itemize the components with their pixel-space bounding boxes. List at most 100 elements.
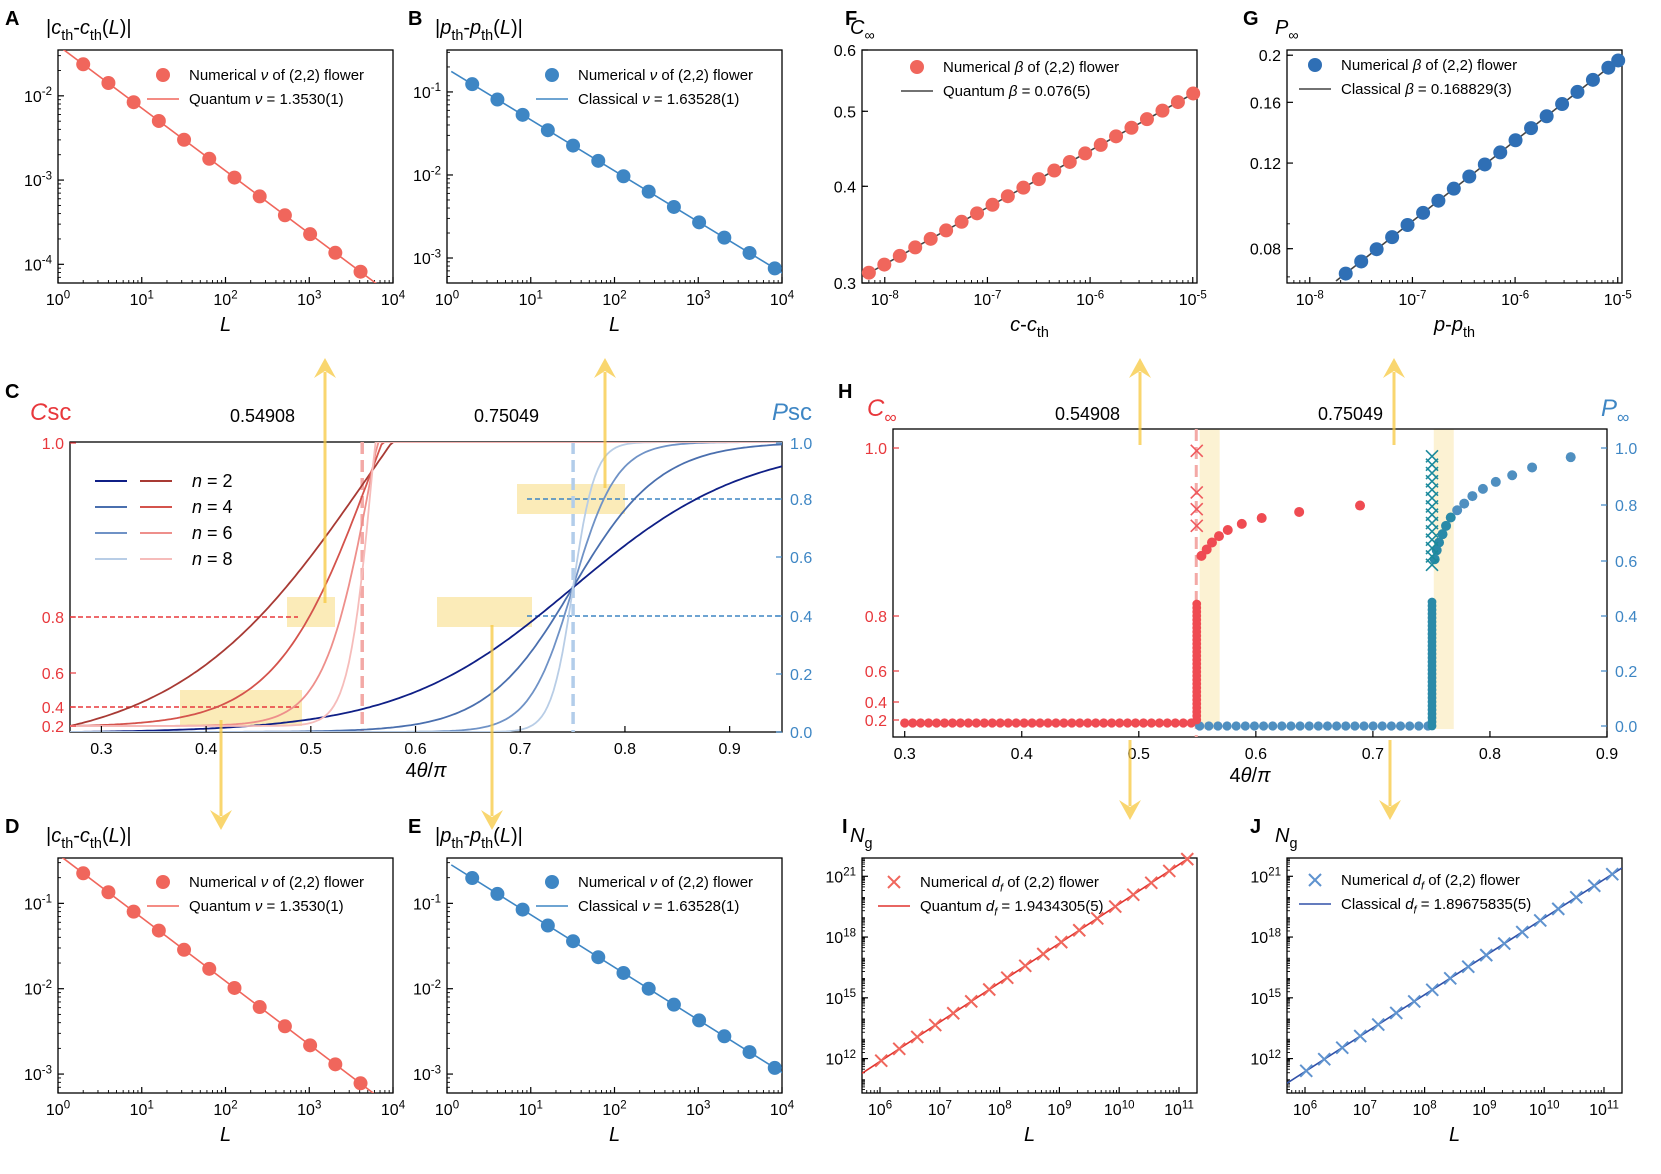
panel-h-dot-red-stack (1192, 599, 1202, 609)
panel-h-cross-red (1190, 502, 1204, 516)
panel-b-legend-marker (545, 68, 559, 82)
arrow-up-h-classical-head (1383, 358, 1405, 378)
panel-letter-i: I (842, 816, 848, 838)
arrow-down-h-classical-head (1379, 800, 1401, 820)
panel-d-data-point (328, 1057, 343, 1072)
panel-e-x-label: L (609, 1124, 620, 1146)
panel-b-x-tick-label: 100 (435, 289, 459, 309)
panel-g-data-point (1446, 181, 1461, 196)
panel-c-x-tick-label: 0.5 (300, 741, 322, 758)
panel-i-x-tick-label: 107 (928, 1099, 952, 1119)
panel-g-data-point (1431, 193, 1446, 208)
panel-i-cross-b (928, 1018, 942, 1032)
panel-c-x-label: 4θ/π (406, 760, 448, 782)
panel-h-dot-red-baseline (1170, 718, 1180, 728)
panel-d-data-point (126, 904, 141, 919)
panel-c-x-tick-label: 0.9 (719, 741, 741, 758)
panel-f-data-point (923, 231, 938, 246)
panel-j-cross-b (1569, 890, 1583, 905)
panel-j-data-point (1317, 1052, 1331, 1066)
panel-a-legend-marker (156, 68, 170, 82)
panel-h-dot-blue-baseline (1295, 721, 1305, 731)
panel-e-data-point (767, 1060, 782, 1075)
panel-e-data-point (566, 934, 581, 949)
panel-b-y-label: |pth-pth(L)| (435, 17, 523, 44)
panel-i-data-point (1018, 959, 1032, 973)
panel-b-legend-fit: Classical ν = 1.63528(1) (578, 91, 739, 108)
panel-i-data-point (1036, 947, 1050, 961)
panel-h-dot-red-baseline (1011, 718, 1021, 728)
panel-e-y-tick-label: 10-2 (413, 979, 441, 999)
panel-c-y-left-tick-label: 0.4 (42, 700, 64, 717)
panel-b-frame (446, 49, 783, 284)
panel-f-data-point (908, 240, 923, 255)
panel-h-dot-red-baseline (1178, 718, 1188, 728)
panel-h-y-right-tick-label: 0.4 (1615, 609, 1637, 626)
panel-h-dot-red-baseline (963, 718, 973, 728)
panel-g-data-point (1539, 109, 1554, 124)
panel-f-legend-fit: Quantum β = 0.076(5) (943, 83, 1090, 100)
panel-h-dot-red-tail (1236, 518, 1247, 529)
panel-i-y-tick-label: 1015 (825, 988, 856, 1008)
panel-j-cross-b (1533, 913, 1547, 928)
panel-f-legend-numerical: Numerical β of (2,2) flower (943, 59, 1119, 76)
panel-i-cross-b (1090, 911, 1104, 926)
panel-d-legend-fit: Quantum ν = 1.3530(1) (189, 898, 344, 915)
panel-e-x-tick-label: 104 (770, 1099, 795, 1119)
panel-h-top-label-1: 0.54908 (1055, 404, 1120, 424)
panel-h-dot-red-baseline (1059, 718, 1069, 728)
arrow-down-c-quantum (210, 720, 232, 830)
panel-g-y-tick-label: 0.2 (1259, 48, 1281, 65)
panel-i-cross-b (910, 1030, 924, 1044)
panel-d-data-point (252, 1000, 267, 1015)
panel-a-data-point (303, 227, 318, 242)
panel-h-y-left-tick-label: 0.2 (865, 713, 887, 730)
panel-d-data-point (277, 1019, 292, 1034)
panel-h-dot-red-baseline (1035, 718, 1045, 728)
panel-i-data-point (982, 982, 996, 997)
panel-h-dot-blue-tail (1507, 470, 1518, 481)
panel-c-curve-classical-4 (70, 442, 782, 732)
panel-d-x-tick-label: 100 (46, 1099, 70, 1119)
panel-j-y-label: Ng (1275, 825, 1297, 852)
panel-c-highlight-box (437, 597, 532, 627)
panel-f-x-label: c-cth (1010, 314, 1049, 341)
panel-g-data-point (1369, 242, 1384, 257)
panel-a-data-point (202, 151, 217, 166)
panel-i-data-point (910, 1030, 924, 1044)
panel-d-data-point (303, 1038, 318, 1053)
panel-i-cross-b (874, 1053, 888, 1068)
panel-c-curve-classical-3 (70, 442, 782, 732)
panel-a-fit-line (62, 50, 377, 283)
panel-e-legend-fit: Classical ν = 1.63528(1) (578, 898, 739, 915)
panel-j-x-tick-label: 1010 (1529, 1099, 1560, 1119)
panel-a-y-label: |cth-cth(L)| (46, 17, 132, 44)
panel-h-dot-blue-tail (1490, 476, 1501, 487)
panel-h-cross-red (1190, 519, 1204, 533)
panel-h-dot-blue-baseline (1240, 721, 1250, 731)
panel-c-curve-classical-1 (70, 465, 782, 732)
panel-b-data-point (515, 107, 530, 122)
panel-h-dot-red-baseline (955, 718, 966, 728)
panel-a-x-tick-label: 102 (213, 289, 237, 309)
panel-b-y-tick-label: 10-2 (413, 165, 441, 185)
panel-b-data-point (742, 245, 757, 260)
panel-j-cross-b (1443, 971, 1457, 985)
panel-h-y-left-tick-label: 1.0 (865, 441, 887, 458)
panel-h-x-tick-label: 0.3 (894, 746, 916, 763)
panel-h-dot-blue-baseline (1359, 721, 1369, 731)
panel-h-dot-blue-tail (1527, 462, 1538, 473)
panel-f-data-point (1047, 163, 1062, 178)
panel-c-top-label-2: 0.75049 (474, 406, 539, 426)
panel-i-x-tick-label: 1011 (1164, 1099, 1194, 1119)
panel-h-cross-red (1190, 444, 1204, 458)
panel-e-y-tick-label: 10-1 (413, 894, 441, 914)
panel-f-data-point (892, 248, 907, 263)
panel-j-data-point (1353, 1029, 1367, 1043)
arrow-up-h-classical (1383, 358, 1405, 445)
panel-g-data-point (1338, 266, 1353, 281)
panel-j-y-tick-label: 1021 (1250, 867, 1281, 887)
panel-a-x-tick-label: 101 (130, 289, 154, 309)
panel-a-data-point (227, 170, 242, 185)
